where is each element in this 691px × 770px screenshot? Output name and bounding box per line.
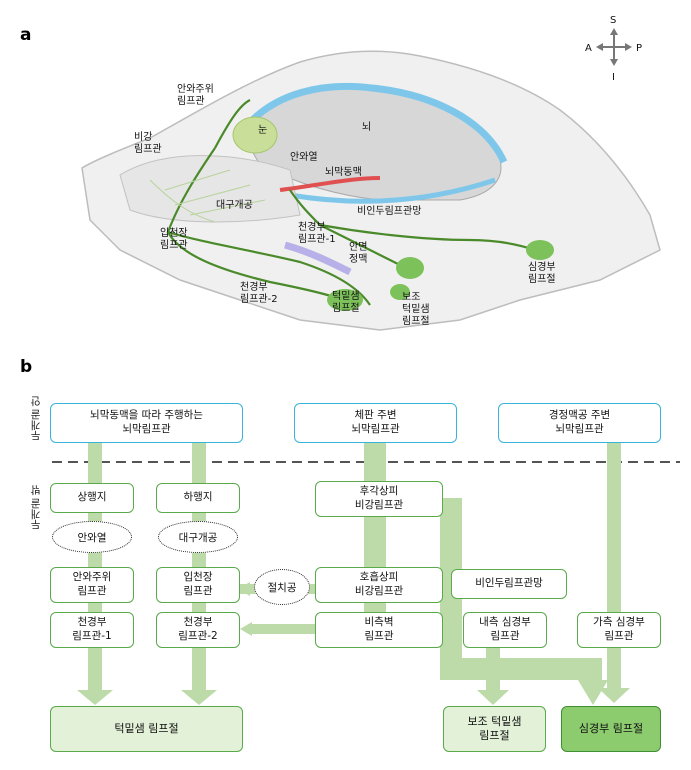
- ellipse-cribriform: 대구개공: [158, 521, 238, 553]
- nasal-region: [119, 155, 301, 223]
- orientation-compass: S A P I: [585, 15, 642, 83]
- box-cervical2: 천경부 림프관-2: [156, 612, 240, 648]
- meningeal-artery: [279, 176, 381, 192]
- box-lateral-cervical: 가측 심경부 림프관: [577, 612, 661, 648]
- compass-s: S: [610, 15, 616, 26]
- compass-i: I: [612, 72, 615, 83]
- box-jugular-meningeal: 경정맥공 주변 뇌막림프관: [498, 403, 661, 443]
- box-superior-branch: 상행지: [50, 483, 134, 513]
- node-accessory: [396, 257, 424, 279]
- box-periorbital: 안와주위 림프관: [50, 567, 134, 603]
- node-deep-cervical: [526, 240, 554, 260]
- label-intracranial: 두개골 안: [30, 396, 42, 442]
- box-medial-cervical: 내측 심경부 림프관: [463, 612, 547, 648]
- node-box-submandibular: 턱밑샘 림프절: [50, 706, 243, 752]
- box-olfactory: 후각상피 비강림프관: [315, 481, 443, 517]
- node-accessory-2: [390, 284, 410, 300]
- ellipse-orbital-fissure: 안와열: [52, 521, 132, 553]
- eye-shape: [232, 116, 278, 154]
- box-cervical1: 천경부 림프관-1: [50, 612, 134, 648]
- label-nasopharyngeal: 비인두림프관망: [357, 205, 421, 217]
- label-eye: 눈: [258, 124, 267, 136]
- box-pituitary-meningeal: 체판 주변 뇌막림프관: [294, 403, 457, 443]
- compass-a: A: [585, 43, 592, 54]
- box-respiratory: 호흡상피 비강림프관: [315, 567, 443, 603]
- box-inferior-branch: 하행지: [156, 483, 240, 513]
- node-submandibular: [327, 289, 363, 311]
- label-extracranial: 두개골 밖: [30, 485, 42, 531]
- panel-a-label: a: [20, 25, 31, 45]
- ellipse-incisive: 절치공: [254, 569, 310, 605]
- label-orbital-fissure: 안와열: [290, 151, 318, 163]
- compass-p: P: [636, 43, 642, 54]
- facial-vein-shape: [284, 241, 352, 276]
- meninges-blue: [242, 82, 508, 164]
- box-mma-meningeal: 뇌막동맥을 따라 주행하는 뇌막림프관: [50, 403, 243, 443]
- node-box-accessory: 보조 턱밑샘 림프절: [443, 706, 546, 752]
- label-meningeal-artery: 뇌막동맥: [325, 166, 362, 178]
- box-palatine: 입천장 림프관: [156, 567, 240, 603]
- label-cribriform: 대구개공: [216, 199, 253, 211]
- box-lateral-wall: 비측벽 림프관: [315, 612, 443, 648]
- label-brain: 뇌: [362, 121, 371, 133]
- panel-b-label-text: b: [20, 357, 32, 377]
- box-nasopharyngeal: 비인두림프관망: [451, 569, 567, 599]
- node-box-deep-cervical: 심경부 림프절: [561, 706, 661, 752]
